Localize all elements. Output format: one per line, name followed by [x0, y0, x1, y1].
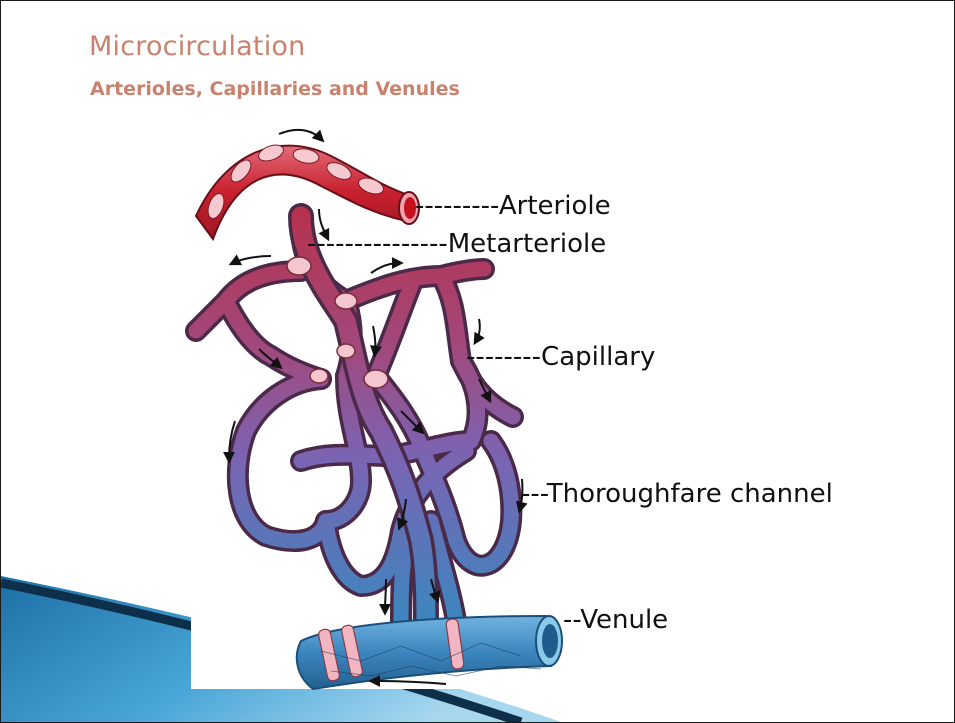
label-arteriole: ---------Arteriole [415, 191, 611, 221]
label-venule: --Venule [563, 605, 668, 635]
label-capillary: --------Capillary [466, 342, 655, 372]
label-metarteriole: ---------------Metarteriole [307, 229, 606, 259]
label-thoroughfare-channel: ---Thoroughfare channel [521, 479, 833, 509]
